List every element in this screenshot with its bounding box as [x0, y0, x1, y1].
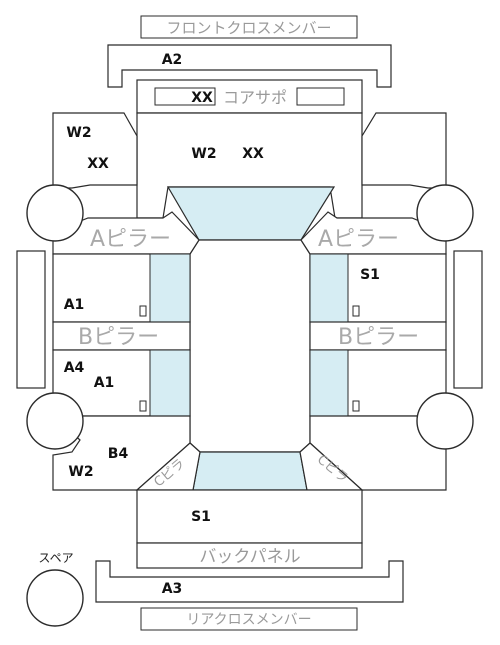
core-support-label: コアサポ — [223, 88, 287, 107]
left-rear-door-handle — [139, 400, 147, 412]
rear-window[interactable] — [192, 451, 308, 491]
left-front-door-handle — [139, 305, 147, 317]
hood-left-code: W2 — [191, 146, 216, 162]
core-support-code: XX — [191, 90, 213, 106]
trunk-code: S1 — [191, 509, 211, 525]
spare-label: スペア — [38, 551, 73, 565]
core-support-right-slot — [296, 87, 345, 106]
left-rear-quarter[interactable] — [51, 415, 191, 491]
rear-member-code: A3 — [162, 581, 183, 597]
back-panel-label: バックパネル — [199, 547, 300, 567]
right-front-fender[interactable] — [361, 112, 447, 189]
back-panel[interactable] — [136, 542, 363, 569]
front-cross-member-box — [140, 15, 358, 39]
hood-right-code: XX — [242, 146, 264, 162]
front-right-wheel[interactable] — [416, 184, 474, 242]
rear-right-wheel[interactable] — [416, 392, 474, 450]
right-a-pillar-label: Aピラー — [318, 227, 399, 252]
rear-cross-member-box — [140, 607, 358, 631]
left-front-door-glass — [149, 253, 191, 323]
left-quarter-code-bottom: W2 — [68, 464, 93, 480]
rear-left-wheel[interactable] — [26, 392, 84, 450]
left-front-door-code: A1 — [64, 297, 85, 313]
left-fender-bottom-code: XX — [87, 156, 109, 172]
front-cross-member-label: フロントクロスメンバー — [166, 19, 331, 37]
left-rear-door-code-top: A4 — [64, 360, 85, 376]
core-support-left-slot — [154, 87, 216, 106]
right-b-pillar-label: Bピラー — [338, 325, 419, 350]
roof-panel[interactable] — [189, 239, 311, 453]
trunk-panel[interactable] — [136, 489, 363, 544]
left-fender-top-code: W2 — [66, 125, 91, 141]
right-rear-door-glass — [309, 349, 349, 417]
right-front-door-handle — [352, 305, 360, 317]
left-b-pillar-label: Bピラー — [78, 325, 159, 350]
front-member-code: A2 — [162, 52, 183, 68]
right-front-door-code: S1 — [360, 267, 380, 283]
front-left-wheel[interactable] — [26, 184, 84, 242]
left-rear-door-glass — [149, 349, 191, 417]
left-quarter-code-top: B4 — [108, 446, 129, 462]
right-side-strip[interactable] — [453, 250, 483, 389]
right-rear-door-handle — [352, 400, 360, 412]
front-member-bracket[interactable] — [107, 44, 392, 88]
left-rear-door-code-bottom: A1 — [94, 375, 115, 391]
spare-wheel[interactable] — [26, 569, 84, 627]
left-a-pillar-label: Aピラー — [90, 227, 171, 252]
right-front-door-glass — [309, 253, 349, 323]
rear-member-bracket[interactable] — [95, 560, 404, 603]
rear-cross-member-label: リアクロスメンバー — [186, 612, 311, 628]
left-side-strip[interactable] — [16, 250, 46, 389]
